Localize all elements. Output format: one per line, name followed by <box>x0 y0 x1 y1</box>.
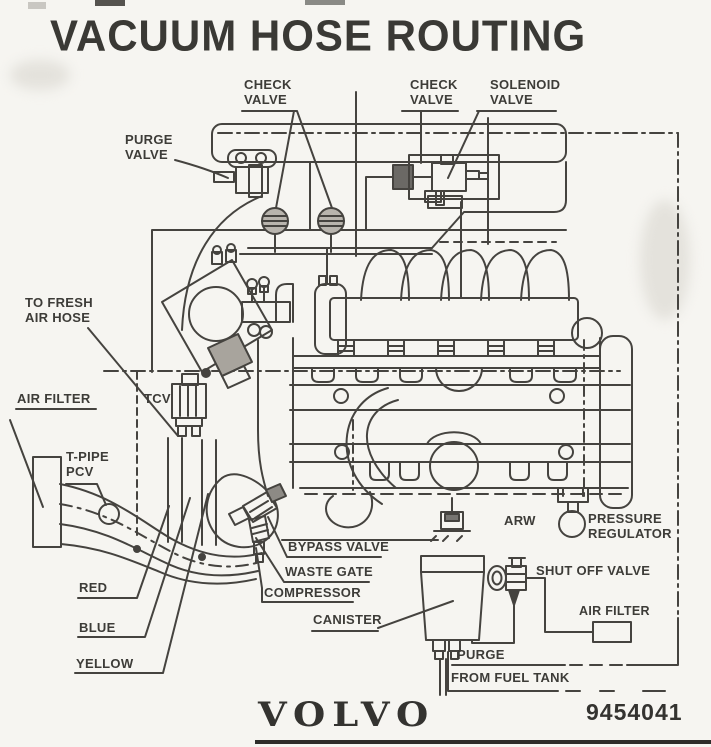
label-t-pipe-pcv: T-PIPE PCV <box>66 449 109 479</box>
label-check-valve-1: CHECK VALVE <box>244 77 292 107</box>
turbo-compressor-group <box>205 473 287 563</box>
label-from-fuel-tank: FROM FUEL TANK <box>451 670 570 685</box>
label-purge-line: PURGE <box>457 647 505 662</box>
arw-symbol <box>430 497 471 542</box>
scan-smudge <box>640 200 690 320</box>
label-to-fresh-air-hose: TO FRESH AIR HOSE <box>25 295 93 325</box>
page-title: VACUUM HOSE ROUTING <box>50 11 587 60</box>
volvo-logo: VOLVO <box>258 693 436 735</box>
t-pipe-pcv-symbol <box>65 483 120 525</box>
scan-smudge <box>10 60 70 90</box>
label-waste-gate: WASTE GATE <box>285 564 373 579</box>
engine-block <box>289 249 633 529</box>
purge-valve-symbol <box>174 149 277 198</box>
label-air-filter-left: AIR FILTER <box>17 391 91 406</box>
front-fitting <box>314 275 347 355</box>
label-blue-hose: BLUE <box>79 620 116 635</box>
check-valve-symbol-1 <box>241 110 345 253</box>
canister-symbol <box>311 555 485 696</box>
air-filter-left-symbol <box>9 408 97 548</box>
label-canister: CANISTER <box>313 612 382 627</box>
label-leader-lines <box>74 493 666 692</box>
label-pressure-regulator: PRESSURE REGULATOR <box>588 511 672 541</box>
tcv-symbol <box>87 327 217 546</box>
label-check-valve-2: CHECK VALVE <box>410 77 458 107</box>
pressure-regulator-symbol <box>557 487 589 538</box>
check-valve-symbol-2 <box>365 110 459 231</box>
label-solenoid-valve: SOLENOID VALVE <box>490 77 561 107</box>
label-yellow-hose: YELLOW <box>76 656 134 671</box>
solenoid-valve-symbol <box>408 110 557 206</box>
label-arw: ARW <box>504 513 536 528</box>
hose-bundle <box>59 483 439 585</box>
label-compressor: COMPRESSOR <box>264 585 361 600</box>
shut-off-valve-symbol <box>471 557 594 644</box>
label-red-hose: RED <box>79 580 108 595</box>
label-purge-valve: PURGE VALVE <box>125 132 173 162</box>
label-tcv: TCV <box>144 391 171 406</box>
air-filter-right-symbol <box>592 621 632 643</box>
scan-artifacts <box>28 0 711 744</box>
label-air-filter-right: AIR FILTER <box>579 604 650 618</box>
dashed-routing-lines <box>103 132 679 666</box>
label-shut-off-valve: SHUT OFF VALVE <box>536 563 651 578</box>
part-number: 9454041 <box>586 699 683 725</box>
label-bypass-valve: BYPASS VALVE <box>288 539 390 554</box>
hose-fitting-cluster <box>241 276 294 497</box>
